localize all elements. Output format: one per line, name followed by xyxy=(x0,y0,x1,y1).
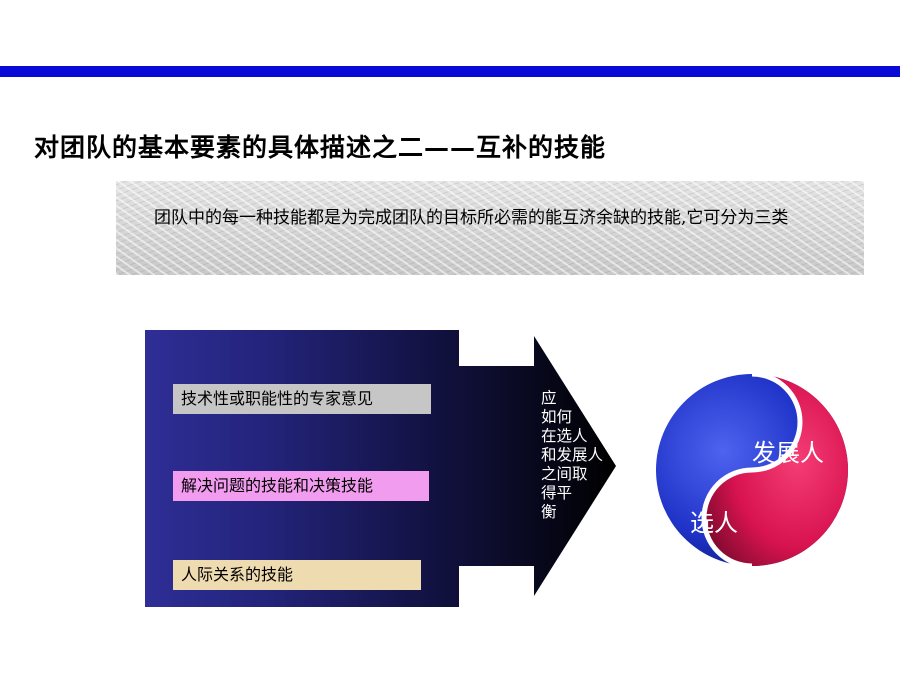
arrow-text-line: 衡 xyxy=(541,503,557,521)
skill-item-problem-solving: 解决问题的技能和决策技能 xyxy=(173,471,429,501)
arrow-text-line: 得平 xyxy=(541,484,573,502)
skill-item-interpersonal: 人际关系的技能 xyxy=(173,560,421,590)
arrow-text-line: 之间取 xyxy=(541,465,588,483)
slide-title: 对团队的基本要素的具体描述之二——互补的技能 xyxy=(34,133,607,162)
balance-arrow-shape xyxy=(458,336,616,596)
description-box: 团队中的每一种技能都是为完成团队的目标所必需的能互济余缺的技能,它可分为三类 xyxy=(116,181,864,275)
top-accent-bar xyxy=(0,66,900,77)
description-text: 团队中的每一种技能都是为完成团队的目标所必需的能互济余缺的技能,它可分为三类 xyxy=(154,208,789,228)
arrow-text-line: 在选人 xyxy=(541,427,588,445)
arrow-text-line: 和发展人 xyxy=(541,446,604,464)
arrow-text-line: 如何 xyxy=(541,408,573,426)
yin-yang-divider xyxy=(701,371,803,569)
skill-item-technical: 技术性或职能性的专家意见 xyxy=(173,384,431,414)
skills-panel: 技术性或职能性的专家意见 解决问题的技能和决策技能 人际关系的技能 xyxy=(145,330,459,607)
yin-yang-icon xyxy=(656,371,848,569)
select-people-label: 选人 xyxy=(690,509,738,537)
arrow-text-line: 应 xyxy=(541,389,557,407)
develop-people-label: 发展人 xyxy=(752,439,824,467)
arrow-text: 应 如何 在选人 和发展人 之间取 得平 衡 xyxy=(541,389,625,522)
develop-half xyxy=(704,374,848,566)
